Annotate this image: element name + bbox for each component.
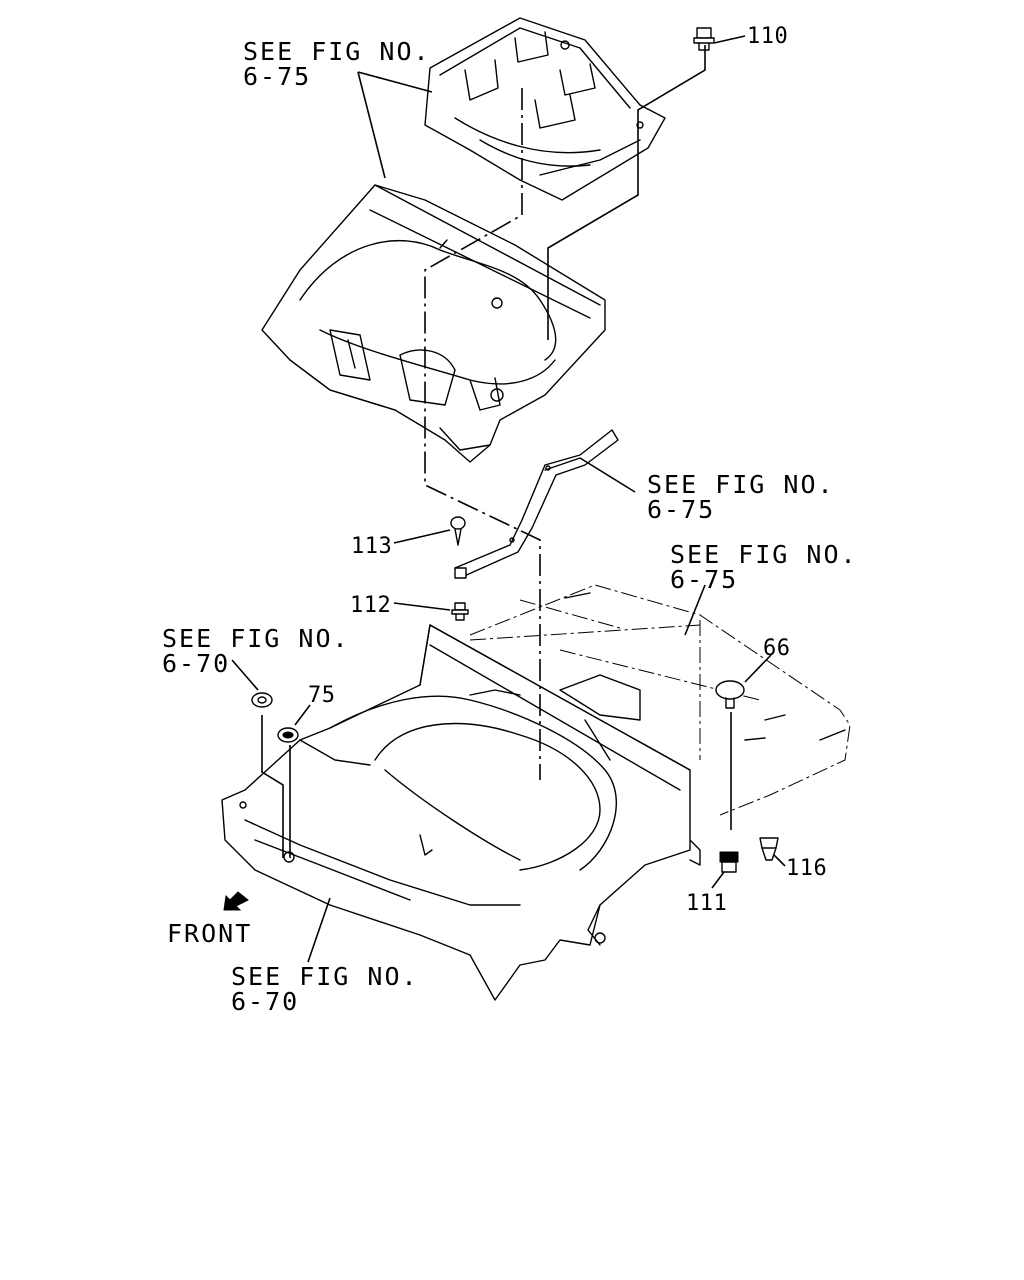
svg-text:SEE FIG NO.: SEE FIG NO. (670, 540, 858, 569)
middle-floor-panel-part (261, 184, 606, 463)
grommet-part (251, 692, 273, 708)
part-number-110: 110 (747, 24, 788, 49)
svg-text:6-75: 6-75 (647, 495, 715, 524)
front-floor-panel-part (221, 624, 701, 1001)
reference-label-duct: SEE FIG NO. 6-75 (647, 470, 835, 524)
bolt-110-part (693, 27, 715, 51)
assembly-center-lines (261, 45, 732, 858)
svg-text:SEE FIG NO.: SEE FIG NO. (647, 470, 835, 499)
part-number-113: 113 (351, 534, 392, 559)
bolt-112-part (451, 602, 469, 621)
svg-text:SEE FIG NO.: SEE FIG NO. (162, 624, 350, 653)
reference-label-top: SEE FIG NO. 6-75 (243, 37, 431, 91)
svg-text:6-70: 6-70 (162, 649, 230, 678)
floor-duct-bracket-part (454, 429, 619, 578)
upper-insulator-part (424, 17, 666, 201)
reference-label-rear-floor: SEE FIG NO. 6-75 (670, 540, 858, 594)
part-number-111: 111 (686, 891, 727, 916)
clip-66-part (715, 680, 745, 709)
front-arrow-icon (223, 891, 249, 911)
grommet-75-part (277, 727, 299, 743)
reference-label-left: SEE FIG NO. 6-70 (162, 624, 350, 678)
bracket-clip-part (454, 567, 467, 579)
clip-116-part (759, 837, 779, 861)
front-direction-label: FRONT (167, 919, 252, 948)
svg-text:6-70: 6-70 (231, 987, 299, 1016)
part-number-112: 112 (350, 593, 391, 618)
svg-text:SEE FIG NO.: SEE FIG NO. (243, 37, 431, 66)
part-number-66: 66 (763, 636, 791, 661)
reference-label-bottom: SEE FIG NO. 6-70 (231, 962, 419, 1016)
reference-leaders (231, 35, 786, 963)
part-number-116: 116 (786, 856, 827, 881)
svg-text:6-75: 6-75 (670, 565, 738, 594)
screw-113-part (450, 516, 466, 546)
svg-text:SEE FIG NO.: SEE FIG NO. (231, 962, 419, 991)
nut-111-part (719, 851, 739, 873)
svg-text:6-75: 6-75 (243, 62, 311, 91)
part-number-75: 75 (308, 683, 336, 708)
